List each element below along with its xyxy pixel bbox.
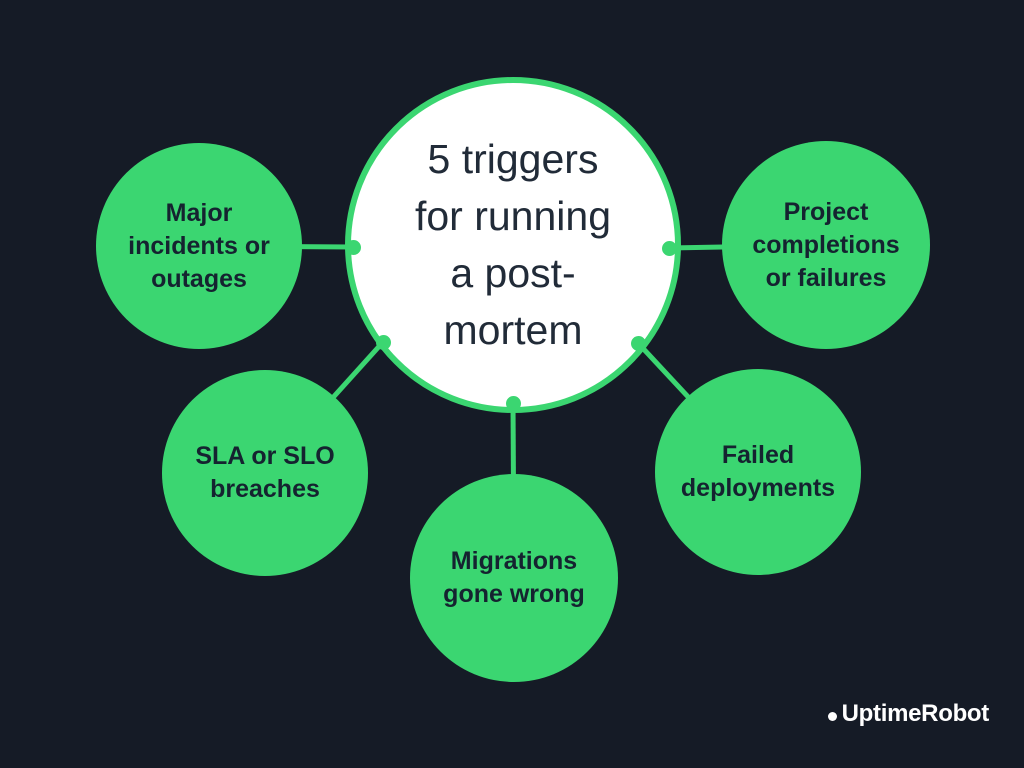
connector-anchor-dot <box>662 241 677 256</box>
connector-anchor-dot <box>631 336 646 351</box>
uptimerobot-logo: UptimeRobot <box>827 700 990 728</box>
node-circle-major-incidents: Major incidents or outages <box>96 143 302 349</box>
connector-anchor-dot <box>376 335 391 350</box>
node-circle-failed-deployments: Failed deployments <box>655 369 861 575</box>
node-label-line: SLA or SLO <box>195 442 335 470</box>
node-label-line: or failures <box>765 263 887 292</box>
connector-anchor-dot <box>506 396 521 411</box>
node-circle-migrations: Migrations gone wrong <box>410 474 618 682</box>
node-circle-project-completions: Project completions or failures <box>722 141 930 349</box>
node-label-line: Failed <box>721 441 795 469</box>
central-title-line: 5 triggers <box>427 136 599 182</box>
node-label-line: gone wrong <box>443 580 585 608</box>
node-label-line: incidents or <box>128 231 270 260</box>
central-title-line: for running <box>414 193 611 239</box>
node-label-line: outages <box>151 264 247 293</box>
node-label-line: deployments <box>680 474 836 502</box>
node-label-line: breaches <box>210 475 320 503</box>
central-topic-circle: 5 triggers for running a post- mortem <box>345 77 681 413</box>
connector-anchor-dot <box>346 240 361 255</box>
central-title-line: a post- <box>450 250 576 296</box>
logo-wordmark: UptimeRobot <box>841 700 990 727</box>
node-label-line: Migrations <box>450 547 578 575</box>
node-label-line: Major <box>165 198 233 227</box>
logo-dot-icon <box>827 712 837 721</box>
central-title-line: mortem <box>443 307 583 353</box>
node-label-line: completions <box>752 230 900 259</box>
node-circle-sla-breaches: SLA or SLO breaches <box>162 370 368 576</box>
node-label-line: Project <box>783 197 869 226</box>
